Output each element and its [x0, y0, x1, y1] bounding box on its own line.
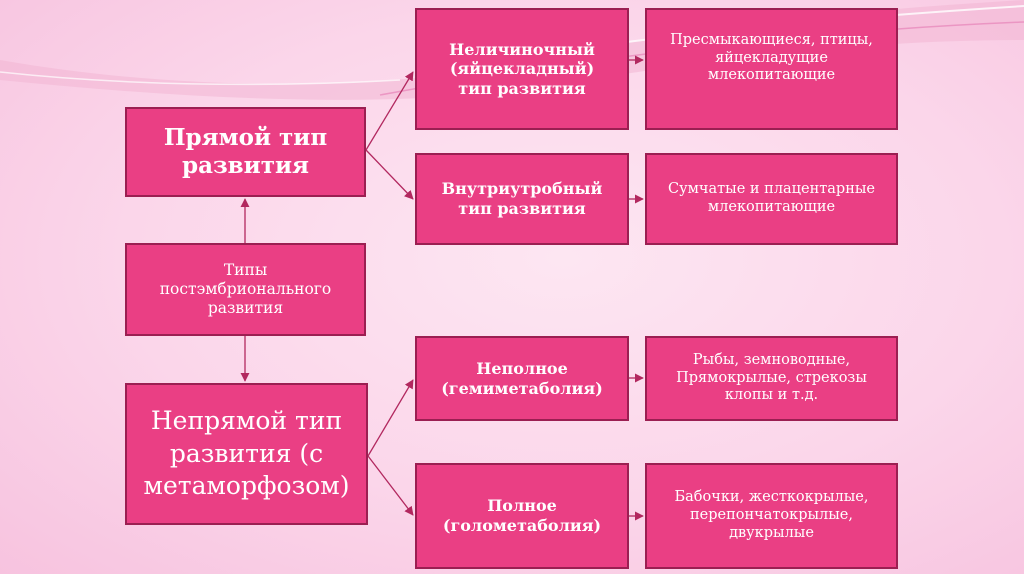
examples-nonlarval: Пресмыкающиеся, птицы, яйцекладущие млек… — [645, 8, 898, 130]
node-root-postembryonic: Типы постэмбрионального развития — [125, 243, 366, 336]
node-incomplete-metamorphosis: Неполное (гемиметаболия) — [415, 336, 629, 421]
arrow-indirect-to-complete — [367, 455, 414, 516]
node-intrauterine-type: Внутриутробный тип развития — [415, 153, 629, 245]
node-direct-development: Прямой тип развития — [125, 107, 366, 197]
node-complete-metamorphosis: Полное (голометаболия) — [415, 463, 629, 569]
examples-intrauterine: Сумчатые и плацентарные млекопитающие — [645, 153, 898, 245]
swoosh-line-3 — [0, 71, 401, 86]
arrow-indirect-to-incomplete — [367, 379, 414, 457]
node-nonlarval-type: Неличиночный (яйцекладный) тип развития — [415, 8, 629, 130]
examples-incomplete: Рыбы, земноводные, Прямокрылые, стрекозы… — [645, 336, 898, 421]
arrow-direct-to-nonlarval — [365, 71, 414, 151]
examples-complete: Бабочки, жесткокрылые, перепончатокрылые… — [645, 463, 898, 569]
node-indirect-development: Непрямой тип развития (с метаморфозом) — [125, 383, 368, 525]
arrow-direct-to-intrauterine — [365, 149, 414, 200]
